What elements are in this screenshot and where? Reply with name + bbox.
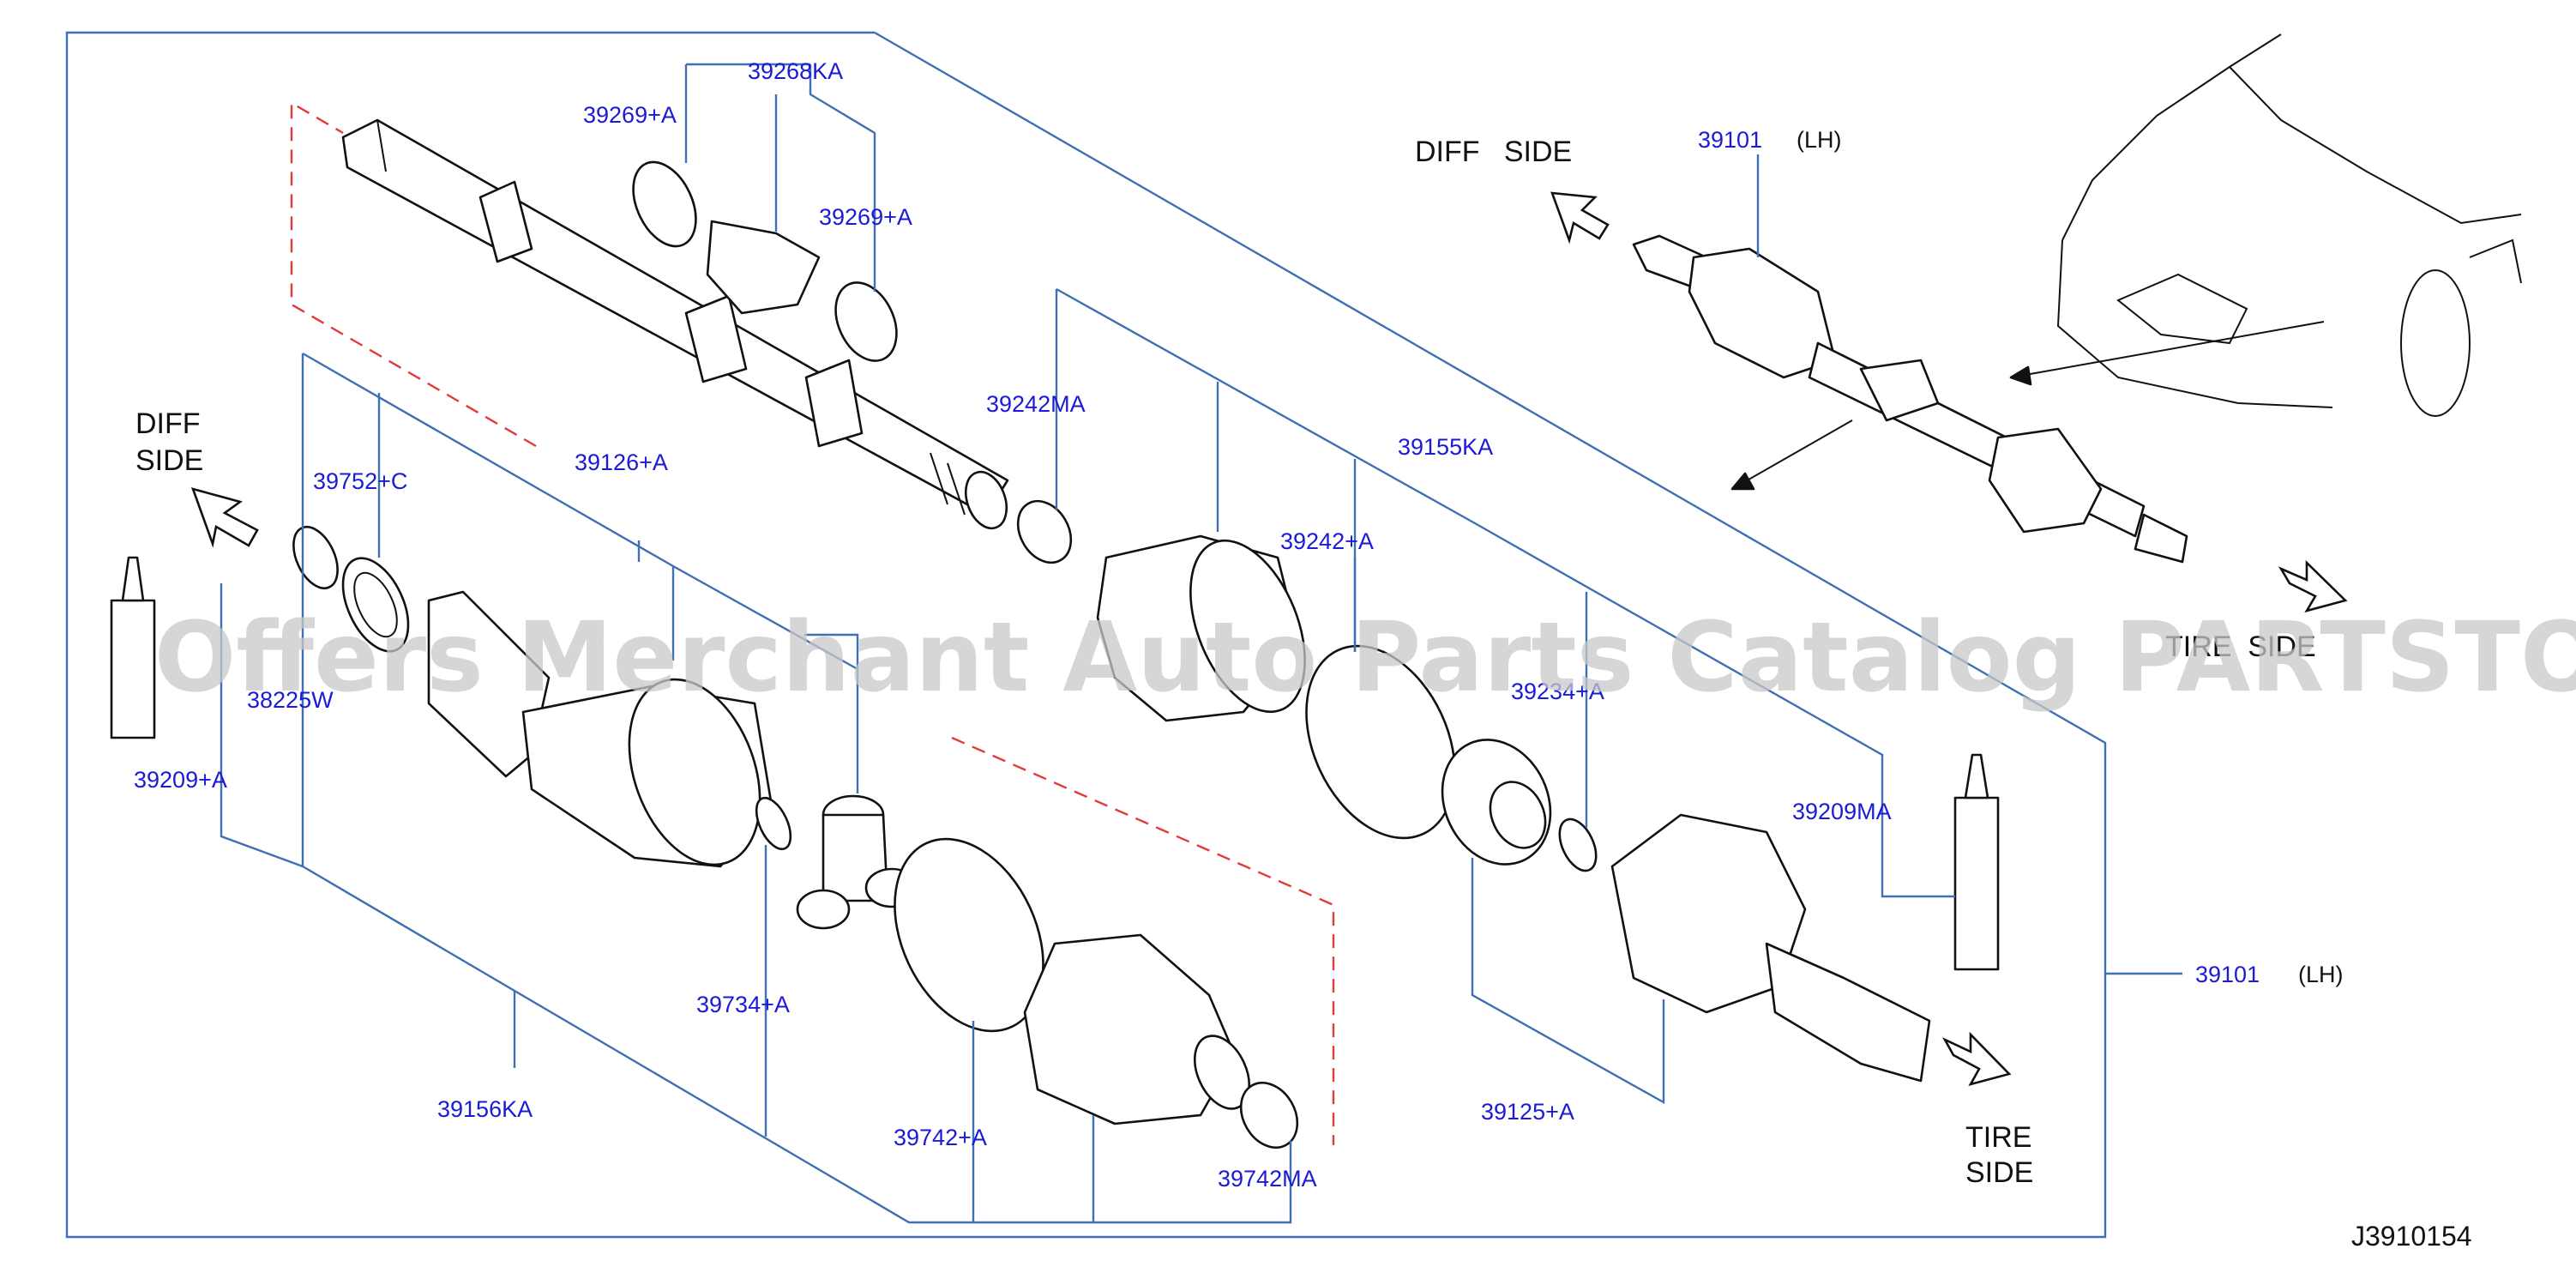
label-39101-top-side: (LH) bbox=[1797, 127, 1842, 153]
label-39126A[interactable]: 39126+A bbox=[575, 449, 668, 475]
label-39268KA[interactable]: 39268KA bbox=[748, 58, 843, 84]
circlip-inner bbox=[292, 526, 339, 589]
complete-drive-shaft bbox=[1632, 234, 2188, 564]
grease-tube-left bbox=[110, 556, 156, 739]
oil-seal bbox=[341, 557, 410, 653]
label-39269A-1[interactable]: 39269+A bbox=[583, 102, 677, 128]
label-38225W[interactable]: 38225W bbox=[247, 687, 334, 713]
label-39156KA[interactable]: 39156KA bbox=[437, 1096, 533, 1122]
label-39101-right-side: (LH) bbox=[2298, 962, 2344, 987]
boot-band-39742A bbox=[894, 837, 1044, 1033]
label-39242MA[interactable]: 39242MA bbox=[986, 391, 1086, 417]
label-39742MA[interactable]: 39742MA bbox=[1218, 1166, 1317, 1192]
label-tire-side-top: TIRE SIDE bbox=[2165, 630, 2316, 663]
snap-ring bbox=[755, 796, 792, 851]
label-39125A[interactable]: 39125+A bbox=[1481, 1099, 1574, 1125]
inner-boot bbox=[1023, 933, 1251, 1125]
label-diff-side-left-1: DIFF bbox=[135, 407, 201, 440]
outer-joint-housing bbox=[1610, 813, 1931, 1083]
label-diff-side-top: DIFF SIDE bbox=[1415, 136, 1572, 168]
label-39155KA[interactable]: 39155KA bbox=[1398, 434, 1493, 460]
arrow-tire-side-top bbox=[2278, 559, 2348, 613]
ball-cage bbox=[1441, 739, 1552, 866]
location-arrows bbox=[1730, 321, 2325, 491]
label-39742A[interactable]: 39742+A bbox=[894, 1125, 987, 1150]
label-39752C[interactable]: 39752+C bbox=[313, 468, 407, 494]
grease-tube-right bbox=[1953, 753, 2000, 971]
inner-shaft bbox=[341, 118, 1009, 530]
figure-code: J3910154 bbox=[2351, 1221, 2472, 1252]
label-39734A[interactable]: 39734+A bbox=[696, 992, 790, 1017]
label-39209A-left[interactable]: 39209+A bbox=[134, 767, 227, 793]
label-39234A[interactable]: 39234+A bbox=[1511, 679, 1604, 704]
diagram-frame bbox=[65, 31, 2107, 1239]
label-diff-side-left-2: SIDE bbox=[135, 444, 203, 477]
leader-lines bbox=[220, 63, 2182, 1224]
label-39101-right[interactable]: 39101 bbox=[2195, 962, 2260, 987]
small-boot-kit bbox=[632, 160, 898, 362]
boot-clamp-39742MA bbox=[1239, 1081, 1299, 1149]
inner-joint-housing bbox=[427, 590, 773, 868]
label-39269A-2[interactable]: 39269+A bbox=[819, 204, 912, 230]
boot-clamp-39242MA bbox=[1016, 499, 1073, 564]
outer-boot bbox=[1096, 534, 1306, 722]
vehicle-illustration bbox=[2056, 33, 2522, 417]
arrow-diff-side-top bbox=[1550, 191, 1610, 244]
inner-shaft-assembly-outline bbox=[290, 100, 1335, 1145]
label-39242A[interactable]: 39242+A bbox=[1280, 528, 1374, 554]
label-tire-side-bottom-1: TIRE bbox=[1965, 1121, 2031, 1154]
watermark-text: Offers Merchant Auto Parts Catalog PARTS… bbox=[154, 602, 2576, 714]
label-tire-side-bottom-2: SIDE bbox=[1965, 1156, 2033, 1189]
arrow-tire-side-bottom bbox=[1941, 1031, 2012, 1087]
label-39101-top[interactable]: 39101 bbox=[1698, 127, 1762, 153]
boot-band-39242A bbox=[1305, 644, 1456, 840]
label-39209MA[interactable]: 39209MA bbox=[1792, 799, 1892, 824]
arrow-diff-side-left bbox=[190, 487, 259, 548]
circlip-outer bbox=[1558, 817, 1598, 872]
